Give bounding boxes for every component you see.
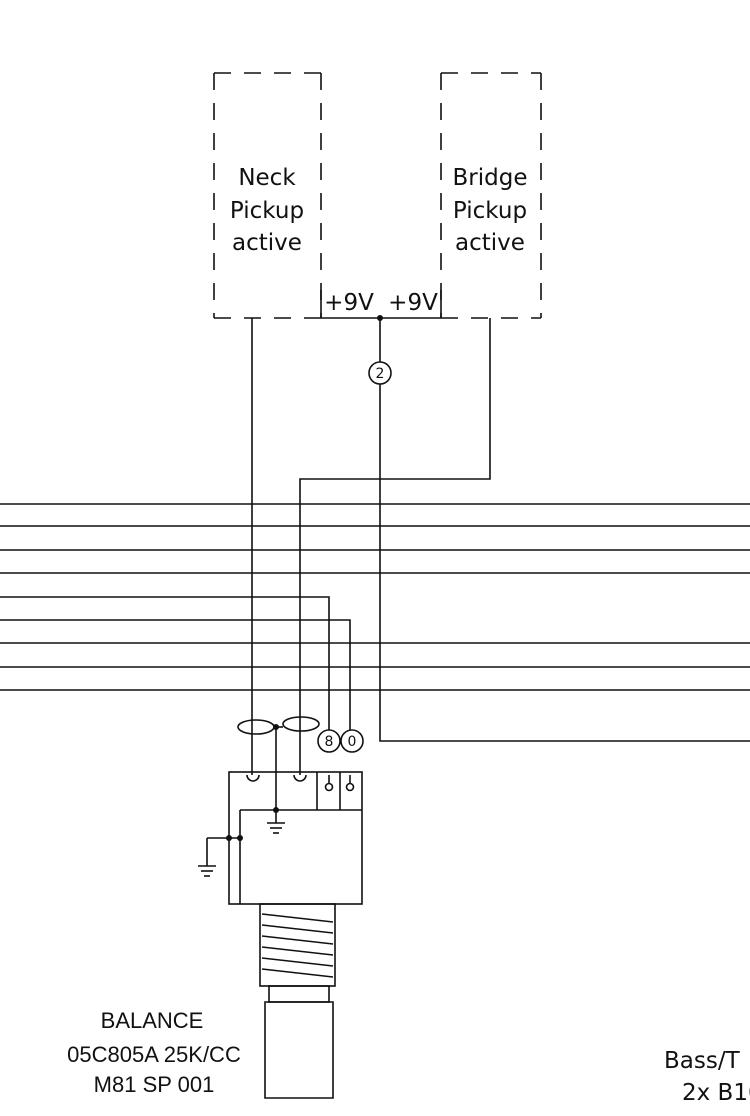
horizontal-bus-lines (0, 503, 750, 732)
bridge-signal-wire (299, 318, 491, 775)
pot-threaded-bushing (259, 903, 336, 987)
ground-symbol-shield (267, 810, 285, 834)
marker-zero-label: 0 (348, 734, 357, 750)
marker-two-label: 2 (376, 366, 385, 382)
marker-eight-circle (317, 729, 341, 753)
balance-caption-line3: M81 SP 001 (94, 1072, 215, 1097)
neck-pickup-box (213, 72, 322, 319)
bridge-label-line1: Bridge (453, 165, 528, 191)
supply-label-left: +9V (324, 290, 374, 316)
bass-caption-line2: 2x B10 (682, 1080, 750, 1106)
marker-two-circle (368, 361, 392, 385)
neck-label-line1: Neck (238, 165, 296, 191)
balance-caption-line1: BALANCE (101, 1008, 204, 1033)
ground-symbol-pot (198, 837, 240, 877)
balance-caption-line2: 05C805A 25K/CC (67, 1042, 241, 1067)
pot-ground-dot-2 (237, 835, 243, 841)
balance-pot-body (228, 771, 363, 905)
pot-solder-lugs (246, 774, 355, 792)
pot-shaft (264, 985, 334, 1099)
supply-junction-dot (377, 315, 383, 321)
neck-label-line3: active (232, 230, 302, 256)
supply-label-right: +9V (388, 290, 438, 316)
shield-loops (237, 716, 320, 810)
bass-caption-line1: Bass/T (664, 1048, 741, 1074)
shield-junction-dot (273, 724, 279, 730)
pot-ground-dot-1 (226, 835, 232, 841)
bridge-pickup-box (440, 72, 542, 319)
bridge-label-line3: active (455, 230, 525, 256)
marker-zero-circle (340, 729, 364, 753)
neck-label-line2: Pickup (230, 198, 304, 224)
supply-bus (320, 290, 750, 742)
marker-eight-label: 8 (325, 734, 334, 750)
bridge-label-line2: Pickup (453, 198, 527, 224)
